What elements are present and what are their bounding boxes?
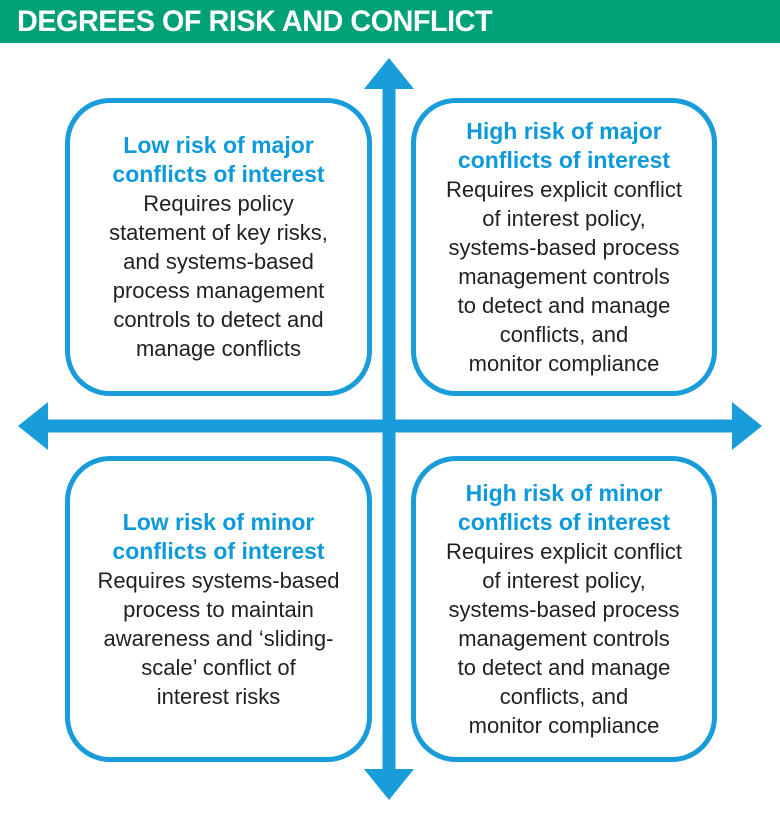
down-arrowhead-icon	[364, 769, 414, 800]
quadrant-body-text: Requires explicit conflict of interest p…	[446, 176, 682, 376]
quadrant-high-risk-major-conflicts: High risk of major conflicts of interest…	[411, 98, 717, 396]
left-arrowhead-icon	[18, 402, 48, 450]
quadrant-heading: High risk of minor conflicts of interest	[457, 479, 671, 535]
up-arrowhead-icon	[364, 58, 414, 89]
quadrant-heading: High risk of major conflicts of interest	[457, 117, 671, 173]
quadrant-heading: Low risk of minor conflicts of interest	[112, 508, 325, 564]
quadrant-heading: Low risk of major conflicts of interest	[112, 132, 325, 187]
page-title: DEGREES OF RISK AND CONFLICT	[17, 4, 493, 38]
title-bar: DEGREES OF RISK AND CONFLICT	[0, 0, 780, 43]
quadrant-low-risk-major-conflicts: Low risk of major conflicts of interest …	[65, 98, 372, 396]
quadrant-body-text: Requires systems-based process to mainta…	[97, 567, 340, 709]
quadrant-high-risk-minor-conflicts: High risk of minor conflicts of interest…	[411, 456, 717, 762]
quadrant-body-text: Requires policy statement of key risks, …	[109, 191, 328, 361]
right-arrowhead-icon	[732, 402, 762, 450]
quadrant-low-risk-minor-conflicts: Low risk of minor conflicts of interest …	[65, 456, 372, 762]
quadrant-body-text: Requires explicit conflict of interest p…	[446, 538, 682, 738]
